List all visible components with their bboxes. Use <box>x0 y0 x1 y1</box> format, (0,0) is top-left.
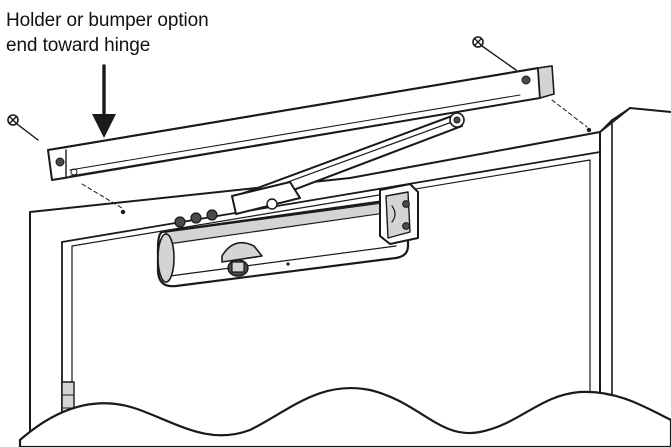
door-frame <box>18 107 671 447</box>
screw-left <box>7 114 39 141</box>
down-arrow-icon <box>92 64 116 138</box>
end-bracket <box>379 183 419 245</box>
screw-holes <box>120 127 592 215</box>
cutaway-edge <box>18 387 671 447</box>
callout-line-2: end toward hinge <box>6 35 151 56</box>
callout-label: Holder or bumper option end toward hinge <box>6 8 209 58</box>
screw-right <box>472 36 517 71</box>
closer-body <box>156 198 410 288</box>
mounting-track <box>47 65 555 181</box>
closer-arm <box>231 112 465 215</box>
callout-line-1: Holder or bumper option <box>6 10 209 31</box>
